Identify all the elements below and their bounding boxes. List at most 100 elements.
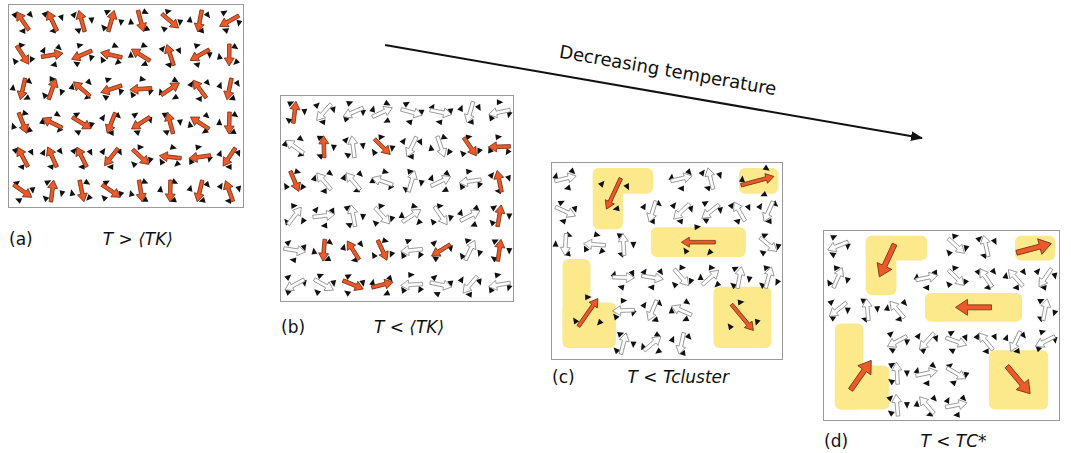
precession-tick — [476, 250, 484, 258]
precession-tick — [487, 218, 496, 227]
precession-tick — [949, 379, 957, 387]
spin — [399, 203, 424, 228]
spin — [216, 77, 242, 102]
spin — [216, 111, 240, 136]
spin — [312, 271, 337, 296]
precession-tick — [357, 240, 366, 249]
spin — [159, 8, 184, 33]
precession-tick — [284, 238, 293, 247]
precession-tick — [990, 268, 999, 277]
precession-tick — [382, 290, 390, 298]
spin — [552, 168, 577, 192]
spin — [371, 202, 396, 227]
precession-tick — [670, 280, 679, 289]
spin — [944, 233, 969, 257]
precession-tick — [342, 288, 351, 297]
precession-tick — [414, 219, 423, 228]
spin-arrow-screened — [342, 170, 364, 193]
precession-tick — [83, 179, 92, 188]
precession-tick — [216, 81, 224, 89]
spin — [311, 238, 335, 263]
spin-arrow-red — [217, 11, 241, 30]
precession-tick — [221, 26, 229, 34]
panel-letter: (a) — [9, 229, 33, 249]
precession-tick — [313, 100, 322, 109]
precession-tick — [621, 298, 628, 304]
spin — [99, 145, 124, 170]
spin-arrow-red — [13, 145, 32, 169]
precession-tick — [930, 395, 939, 404]
spin-arrow-screened — [915, 271, 939, 285]
precession-tick — [87, 149, 95, 158]
precession-tick — [640, 202, 648, 211]
precession-tick — [640, 300, 649, 309]
precession-tick — [458, 275, 466, 284]
spin-arrow-screened — [671, 266, 693, 289]
precession-tick — [346, 99, 354, 107]
spin-arrow-red — [72, 145, 91, 169]
precession-tick — [140, 60, 148, 68]
spin — [98, 42, 123, 67]
precession-tick — [506, 248, 512, 255]
spin-arrow-red — [40, 114, 64, 133]
spin-arrow-screened — [826, 237, 850, 254]
precession-tick — [923, 285, 930, 291]
spin-arrow-screened — [341, 103, 365, 121]
spin — [313, 100, 338, 125]
spin — [283, 272, 308, 295]
spin-arrow-screened — [612, 305, 634, 316]
precession-tick — [681, 316, 689, 324]
precession-tick — [281, 181, 289, 190]
spin-arrow-screened — [458, 206, 482, 225]
spin — [668, 298, 693, 324]
spin — [914, 330, 940, 354]
precession-tick — [113, 59, 122, 68]
spin-arrow-screened — [283, 244, 306, 257]
spin — [12, 145, 36, 170]
spin-arrow-screened — [699, 266, 722, 288]
spin-arrow-red — [163, 111, 178, 135]
precession-tick — [117, 89, 125, 97]
precession-tick — [187, 184, 194, 192]
precession-tick — [360, 214, 366, 221]
precession-tick — [887, 329, 896, 338]
spin-arrow-red — [319, 136, 330, 158]
spin — [429, 272, 454, 297]
precession-tick — [317, 271, 325, 279]
precession-tick — [369, 147, 378, 156]
precession-tick — [360, 143, 367, 150]
precession-tick — [408, 272, 415, 279]
precession-tick — [40, 45, 48, 54]
spin — [40, 44, 64, 69]
precession-tick — [216, 52, 223, 59]
spin-arrow-red — [192, 179, 207, 203]
spin-arrow-red — [193, 9, 207, 32]
precession-tick — [73, 128, 81, 136]
cluster-spin — [1014, 236, 1053, 261]
spin — [457, 204, 482, 229]
spin — [610, 270, 636, 291]
spin-arrow-screened — [730, 199, 750, 223]
precession-tick — [505, 175, 513, 183]
spin-arrow-red — [12, 9, 33, 33]
precession-tick — [685, 333, 694, 342]
spin — [342, 135, 366, 159]
precession-tick — [702, 198, 711, 207]
precession-tick — [207, 52, 213, 59]
spin-arrow-screened — [618, 233, 629, 256]
spin-arrow-red — [681, 237, 715, 247]
precession-tick — [312, 205, 321, 214]
spin-arrow-screened — [313, 170, 335, 193]
precession-tick — [382, 168, 390, 176]
spin — [757, 264, 781, 289]
axis-label: Decreasing temperature — [558, 41, 778, 99]
spin-arrow-red — [188, 151, 211, 164]
spin-arrow-red — [728, 301, 758, 333]
spin — [669, 332, 694, 357]
spin — [974, 266, 998, 291]
precession-tick — [192, 61, 200, 69]
spin — [428, 202, 454, 227]
precession-tick — [1051, 273, 1058, 281]
spin-arrow-red — [429, 240, 453, 260]
